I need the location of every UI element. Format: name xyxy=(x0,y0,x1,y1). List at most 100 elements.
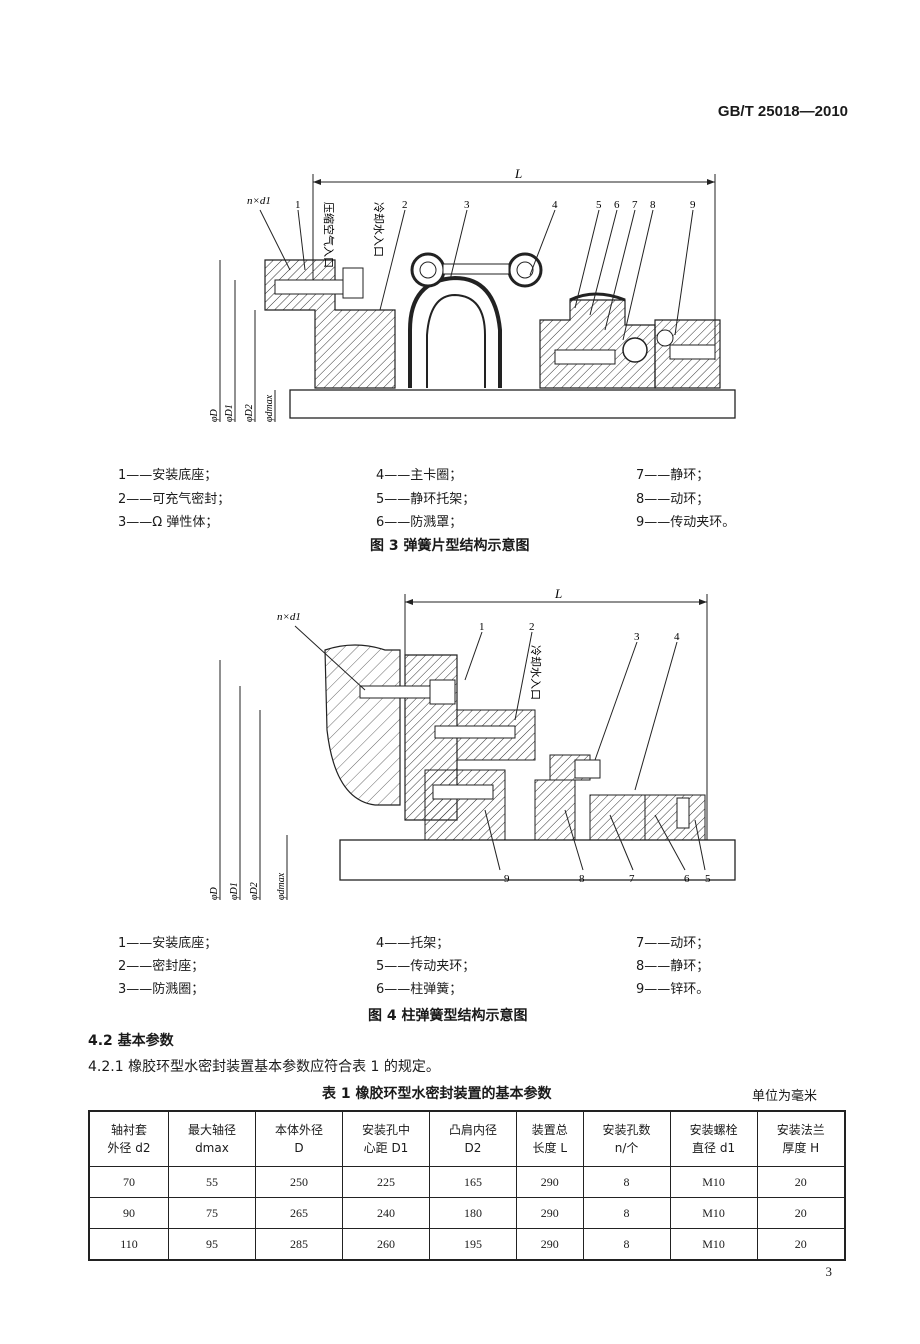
f3-dim-D1: φD1 xyxy=(224,404,235,422)
table1-title: 表 1 橡胶环型水密封装置的基本参数 xyxy=(322,1086,552,1102)
table-cell: 260 xyxy=(341,1228,430,1261)
f3-legend-item: 5——静环托架； xyxy=(376,492,476,507)
header-d1: 安装螺栓直径 d1 xyxy=(669,1110,758,1167)
f4-legend-item: 9——锌环。 xyxy=(636,982,710,997)
section-heading: 4.2 基本参数 xyxy=(88,1033,174,1049)
f3-dim-D2: φD2 xyxy=(244,404,255,422)
f3-water-inlet: 冷却水入口 xyxy=(372,202,385,257)
f4-callout-6: 6 xyxy=(684,873,690,885)
table-cell: 250 xyxy=(254,1166,343,1198)
table-cell: 240 xyxy=(341,1197,430,1229)
f4-legend-item: 2——密封座； xyxy=(118,959,205,974)
header-d2: 轴衬套外径 d2 xyxy=(88,1110,169,1167)
f3-dim-D: φD xyxy=(209,408,220,422)
figure3-caption: 图 3 弹簧片型结构示意图 xyxy=(370,538,530,554)
table-cell: M10 xyxy=(669,1197,758,1229)
f3-callout-4: 4 xyxy=(552,199,558,211)
f4-callout-8: 8 xyxy=(579,873,585,885)
table-cell: 225 xyxy=(341,1166,430,1198)
table1-unit: 单位为毫米 xyxy=(752,1089,818,1104)
table-cell: 95 xyxy=(167,1228,256,1261)
table-row: 70 55 250 225 165 290 8 M10 20 xyxy=(88,1166,846,1198)
table-cell: 110 xyxy=(88,1228,169,1261)
f4-callout-5: 5 xyxy=(705,873,711,885)
table-cell: 90 xyxy=(88,1197,169,1229)
f4-dim-D: φD xyxy=(209,886,220,900)
table-cell: 20 xyxy=(756,1228,846,1261)
table-cell: 55 xyxy=(167,1166,256,1198)
f4-water-inlet: 冷却水入口 xyxy=(529,645,542,700)
f4-callout-2: 2 xyxy=(529,621,535,633)
f3-nd1-label: n×d1 xyxy=(247,195,271,207)
f4-dim-D2: φD2 xyxy=(249,882,260,900)
f3-callout-1: 1 xyxy=(295,199,301,211)
f4-dim-D1: φD1 xyxy=(229,882,240,900)
f4-nd1-label: n×d1 xyxy=(277,611,301,623)
table-cell: 75 xyxy=(167,1197,256,1229)
standard-number: GB/T 25018—2010 xyxy=(717,103,848,120)
table-cell: 8 xyxy=(582,1228,671,1261)
f4-legend-item: 3——防溅圈； xyxy=(118,982,205,997)
f3-callout-2: 2 xyxy=(402,199,408,211)
table-cell: 20 xyxy=(756,1166,846,1198)
figure4-caption: 图 4 柱弹簧型结构示意图 xyxy=(368,1008,528,1024)
f4-legend-item: 1——安装底座； xyxy=(118,936,218,951)
f3-dim-dmax: φdmax xyxy=(264,394,275,422)
f3-dim-L: L xyxy=(514,166,522,181)
f4-legend-item: 4——托架； xyxy=(376,936,450,951)
f4-callout-1: 1 xyxy=(479,621,485,633)
f3-callout-8: 8 xyxy=(650,199,656,211)
table-cell: 285 xyxy=(254,1228,343,1261)
f4-legend-item: 6——柱弹簧； xyxy=(376,982,463,997)
page-number: 3 xyxy=(825,1264,833,1279)
f3-legend-item: 1——安装底座； xyxy=(118,468,218,483)
f4-legend-item: 8——静环； xyxy=(636,959,710,974)
header-H: 安装法兰厚度 H xyxy=(756,1110,846,1167)
figure3-drawing: L n×d1 1 2 3 4 5 6 7 8 9 压缩空气入口 冷却水入口 φD… xyxy=(209,166,736,422)
f3-legend-item: 6——防溅罩； xyxy=(376,515,463,530)
table-cell: 8 xyxy=(582,1197,671,1229)
f3-callout-7: 7 xyxy=(632,199,638,211)
f4-callout-9: 9 xyxy=(504,873,510,885)
table-cell: 265 xyxy=(254,1197,343,1229)
f4-dim-L: L xyxy=(554,586,562,601)
table-cell: 20 xyxy=(756,1197,846,1229)
table-cell: 8 xyxy=(582,1166,671,1198)
table-cell: M10 xyxy=(669,1228,758,1261)
f3-callout-9: 9 xyxy=(690,199,696,211)
f3-legend-item: 2——可充气密封； xyxy=(118,492,231,507)
table-cell: 195 xyxy=(428,1228,518,1261)
table-cell: 290 xyxy=(516,1166,584,1198)
table-cell: 290 xyxy=(516,1228,584,1261)
table-row: 110 95 285 260 195 290 8 M10 20 xyxy=(88,1228,846,1261)
f3-air-inlet: 压缩空气入口 xyxy=(322,202,336,268)
f3-legend-item: 9——传动夹环。 xyxy=(636,515,736,530)
header-L: 装置总长度 L xyxy=(516,1110,584,1167)
f4-dim-dmax: φdmax xyxy=(276,872,287,900)
f3-legend-item: 4——主卡圈； xyxy=(376,468,463,483)
table-cell: 180 xyxy=(428,1197,518,1229)
table-cell: 70 xyxy=(88,1166,169,1198)
f4-callout-4: 4 xyxy=(674,631,680,643)
table-cell: 165 xyxy=(428,1166,518,1198)
f3-callout-3: 3 xyxy=(464,199,470,211)
f4-callout-3: 3 xyxy=(634,631,640,643)
f3-callout-5: 5 xyxy=(596,199,602,211)
section-clause: 4.2.1 橡胶环型水密封装置基本参数应符合表 1 的规定。 xyxy=(88,1059,440,1075)
table-cell: 290 xyxy=(516,1197,584,1229)
figure4-drawing: L n×d1 1 2 3 4 5 6 7 8 9 冷却水入口 φD φD1 φD… xyxy=(209,586,736,900)
f3-legend-item: 7——静环； xyxy=(636,468,710,483)
f4-legend-item: 7——动环； xyxy=(636,936,710,951)
f3-legend-item: 3——Ω 弹性体； xyxy=(118,515,219,530)
f3-legend-item: 8——动环； xyxy=(636,492,710,507)
table-row: 90 75 265 240 180 290 8 M10 20 xyxy=(88,1197,846,1229)
table-cell: M10 xyxy=(669,1166,758,1198)
f4-callout-7: 7 xyxy=(629,873,635,885)
f3-callout-6: 6 xyxy=(614,199,620,211)
